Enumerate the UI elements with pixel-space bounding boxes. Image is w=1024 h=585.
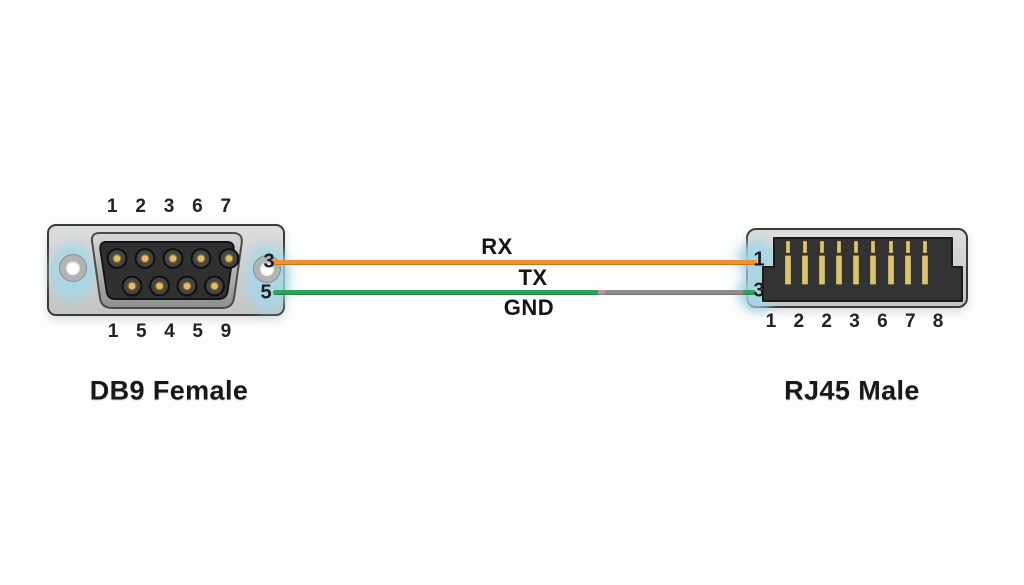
rj45-pin-contacts xyxy=(783,239,930,286)
pin-number: 1 xyxy=(765,311,777,332)
pin-number: 5 xyxy=(192,321,203,342)
db9-dsub-inset xyxy=(90,232,243,309)
pin-number: 7 xyxy=(220,196,232,217)
gnd-signal-label: GND xyxy=(503,295,555,320)
pin-number: 8 xyxy=(932,311,944,332)
wire-splice xyxy=(598,290,607,295)
wire-green-tip xyxy=(743,290,756,295)
rj45-socket-inset xyxy=(762,237,963,302)
tx-gnd-wire-gray xyxy=(605,290,749,295)
pin-number: 3 xyxy=(849,311,860,332)
pin-number: 2 xyxy=(821,311,832,332)
pin-number: 6 xyxy=(192,196,203,217)
rj45-wire-pin-number-top: 1 xyxy=(753,248,765,271)
pin-number: 2 xyxy=(793,311,805,332)
screw-hole-icon xyxy=(254,256,280,282)
rx-signal-label: RX xyxy=(481,234,513,259)
db9-connector-label: DB9 Female xyxy=(89,375,249,406)
pin-number: 4 xyxy=(164,321,175,342)
rx-wire-orange xyxy=(273,260,757,265)
rj45-connector-label: RJ45 Male xyxy=(784,375,920,406)
db9-wire-pin-number-bottom: 5 xyxy=(260,281,272,304)
rj45-wire-pin-number-bottom: 3 xyxy=(753,279,765,302)
tx-gnd-wire-green xyxy=(273,290,601,295)
db9-pin-gold-centers xyxy=(112,254,234,291)
tx-signal-label: TX xyxy=(518,265,548,290)
rj45-black-cavity xyxy=(762,237,963,302)
pin-number: 1 xyxy=(106,196,118,217)
screw-hole-icon xyxy=(60,255,86,281)
pin-number: 5 xyxy=(136,321,147,342)
pin-number: 6 xyxy=(877,311,888,332)
pin-number: 1 xyxy=(107,321,119,342)
db9-wire-pin-number-top: 3 xyxy=(263,250,275,273)
pin-number: 3 xyxy=(163,196,175,217)
pin-number: 9 xyxy=(220,321,232,342)
pin-number: 7 xyxy=(904,311,916,332)
pin-number: 2 xyxy=(135,196,146,217)
